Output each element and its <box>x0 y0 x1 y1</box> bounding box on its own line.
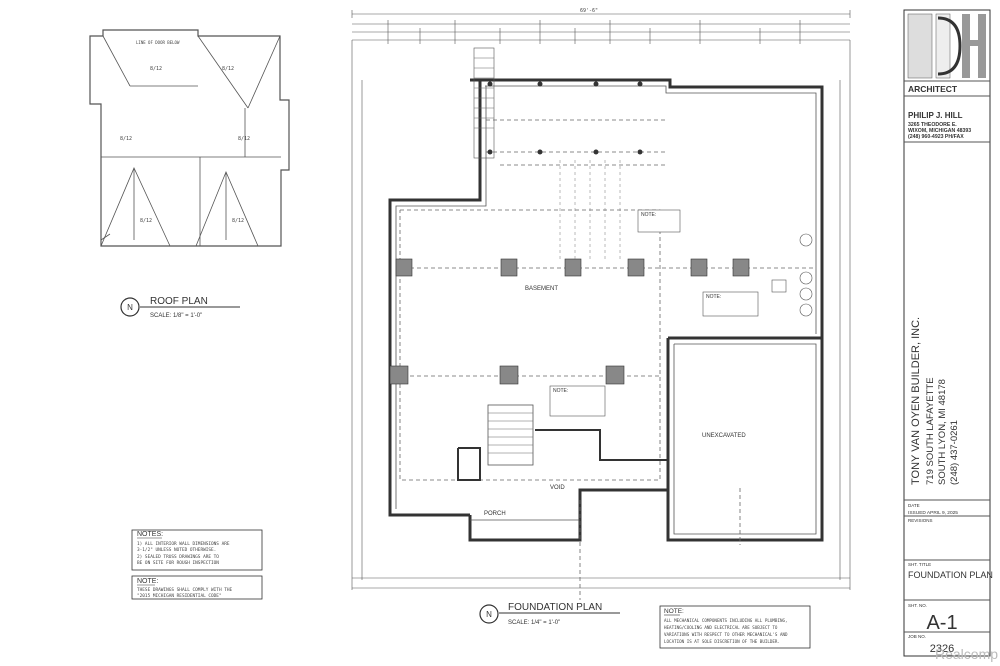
foundation-plan-scale: SCALE: 1/4" = 1'-0" <box>508 620 560 626</box>
architect-logo <box>907 13 986 79</box>
code-note-title: NOTE: <box>137 578 158 585</box>
date-label: DATE <box>908 503 920 508</box>
watermark: Realcomp <box>935 646 998 662</box>
code-note-line: "2015 MICHIGAN RESIDENTIAL CODE" <box>137 593 222 599</box>
builder-phone: (248) 437-0261 <box>949 420 960 485</box>
roof-north-label: N <box>127 303 133 312</box>
plan-note-tag: NOTE: <box>553 388 568 394</box>
foundation-plan: 69'-6" <box>351 8 851 626</box>
code-note-line: THESE DRAWINGS SHALL COMPLY WITH THE <box>137 587 233 593</box>
notes-line: 3-1/2" UNLESS NOTED OTHERWISE. <box>137 547 216 553</box>
roof-pitch-label: 8/12 <box>150 66 162 72</box>
roof-note: LINE OF DOOR BELOW <box>136 40 180 45</box>
roof-pitch-label: 8/12 <box>238 136 250 142</box>
well-tank-icon <box>799 287 813 301</box>
furnace-icon <box>771 279 787 293</box>
roof-plan-title: ROOF PLAN <box>150 296 208 307</box>
north-arrow-icon <box>120 297 140 317</box>
date-value: ISSUED APRIL 9, 2025 <box>908 510 958 516</box>
roof-pitch-label: 8/12 <box>232 218 244 224</box>
softener-icon <box>799 303 813 317</box>
notes-line: BE ON SITE FOR ROUGH INSPECTION <box>137 560 219 566</box>
water-heater-icon <box>799 271 813 285</box>
roof-plan: 8/12 8/12 8/12 8/12 8/12 8/12 LINE OF DO… <box>89 29 290 319</box>
sheet-no-value: A-1 <box>926 612 957 634</box>
plan-note-tag: NOTE: <box>706 294 721 300</box>
sheet-no-label: SHT. NO. <box>908 603 927 608</box>
revisions-label: REVISIONS <box>908 518 933 523</box>
builder-address: 719 SOUTH LAFAYETTE <box>925 377 936 485</box>
piers <box>389 258 750 385</box>
builder-city: SOUTH LYON, MI 48178 <box>937 379 948 485</box>
overall-dimension: 69'-6" <box>580 8 598 14</box>
north-arrow-icon <box>479 604 499 624</box>
roof-pitch-label: 8/12 <box>120 136 132 142</box>
roof-plan-scale: SCALE: 1/8" = 1'-0" <box>150 313 202 319</box>
pier-dots <box>487 81 643 155</box>
sheet-title-value: FOUNDATION PLAN <box>908 570 993 580</box>
roof-pitch-label: 8/12 <box>222 66 234 72</box>
roof-pitch-label: 8/12 <box>140 218 152 224</box>
architect-name: PHILIP J. HILL <box>908 111 963 120</box>
title-block: ARCHITECT PHILIP J. HILL 3265 THEODORE E… <box>903 9 993 657</box>
room-label-porch: PORCH <box>484 511 506 517</box>
notes-title: NOTES: <box>137 531 163 538</box>
notes-line: 1) ALL INTERIOR WALL DIMENSIONS ARE <box>137 541 230 547</box>
room-label-void: VOID <box>550 485 565 491</box>
room-label-basement: BASEMENT <box>525 286 558 292</box>
notes-line: 2) SEALED TRUSS DRAWINGS ARE TO <box>137 554 219 560</box>
mech-note-line: VARIATIONS WITH RESPECT TO OTHER MECHANI… <box>664 632 788 637</box>
mech-note-line: LOCATION IS AT SOLE DISCRETION OF THE BU… <box>664 639 780 644</box>
foundation-north-label: N <box>486 610 492 619</box>
code-note-box: NOTE: THESE DRAWINGS SHALL COMPLY WITH T… <box>131 575 263 600</box>
sheet-title-label: SHT. TITLE <box>908 562 931 567</box>
room-label-unexcavated: UNEXCAVATED <box>702 433 746 439</box>
architect-address: 3265 THEODORE E. <box>908 122 957 128</box>
job-no-label: JOB NO. <box>908 634 926 639</box>
mech-note-line: HEATING/COOLING AND ELECTRICAL ARE SUBJE… <box>664 625 778 630</box>
interior-stair <box>487 404 534 466</box>
builder-name: TONY VAN OYEN BUILDER, INC. <box>910 317 922 485</box>
architect-city: WIXOM, MICHIGAN 48393 <box>908 128 971 134</box>
job-no-value: 2326 <box>930 643 954 655</box>
sump-pit-icon <box>799 233 813 247</box>
mech-note-title: NOTE: <box>664 608 684 615</box>
stair-top <box>473 47 495 159</box>
architect-phone: (248) 960-4923 PH/FAX <box>908 134 964 140</box>
mechanical-note-box: NOTE: ALL MECHANICAL COMPONENTS INCLUDIN… <box>659 605 811 649</box>
architect-label: ARCHITECT <box>908 84 958 94</box>
foundation-plan-title: FOUNDATION PLAN <box>508 602 602 613</box>
notes-box: NOTES: 1) ALL INTERIOR WALL DIMENSIONS A… <box>131 529 263 571</box>
plan-note-tag: NOTE: <box>641 212 656 218</box>
mech-note-line: ALL MECHANICAL COMPONENTS INCLUDING ALL … <box>664 618 788 623</box>
